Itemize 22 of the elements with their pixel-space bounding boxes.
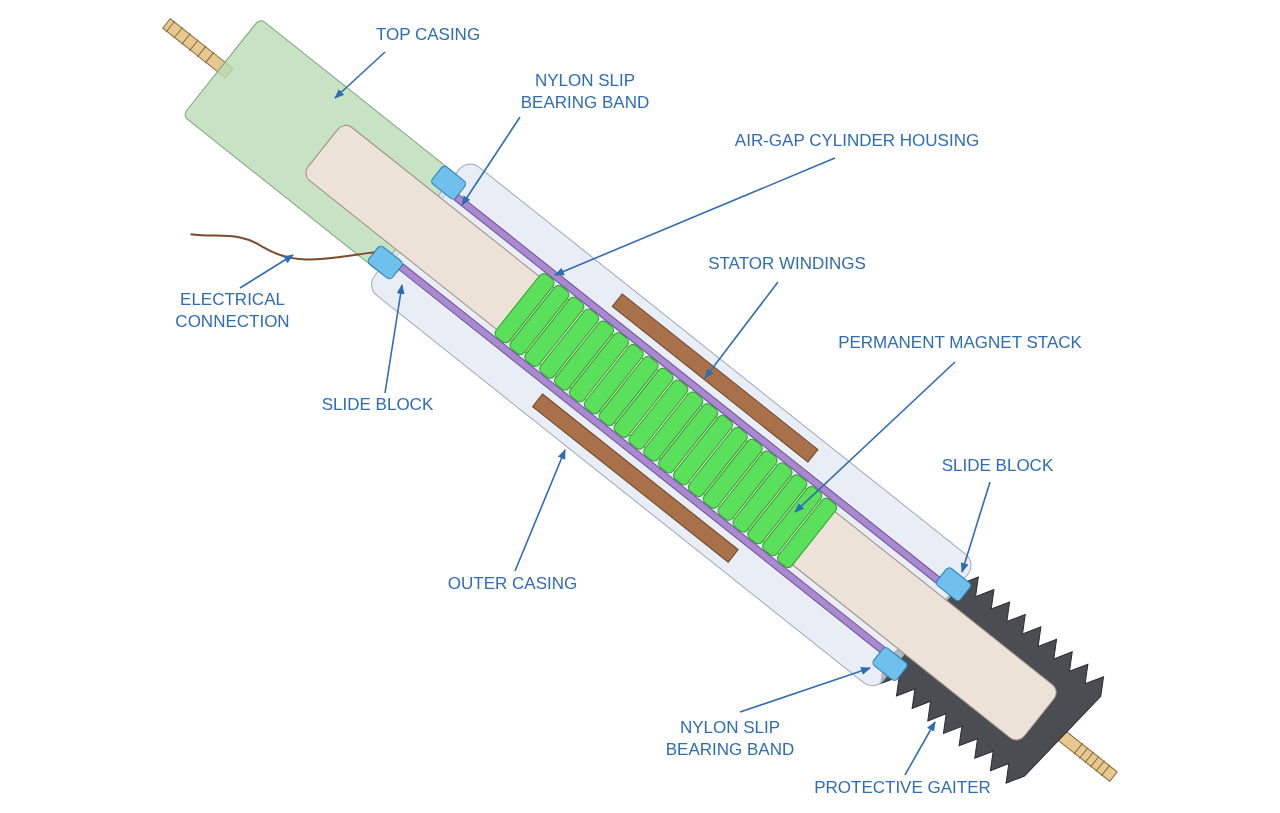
part-label: NYLON SLIP BEARING BAND [650, 717, 810, 761]
part-label: ELECTRICAL CONNECTION [160, 289, 305, 333]
leader-line [704, 281, 779, 379]
leader-line [739, 667, 871, 713]
part-label: PROTECTIVE GAITER [800, 777, 1005, 799]
leader-line [554, 157, 836, 276]
leader-line [384, 284, 405, 394]
leader-line [461, 116, 521, 206]
part-label: STATOR WINDINGS [692, 253, 882, 275]
part-label: AIR-GAP CYLINDER HOUSING [712, 130, 1002, 152]
part-label: SLIDE BLOCK [930, 455, 1065, 477]
part-label: PERMANENT MAGNET STACK [815, 332, 1105, 354]
leader-line [334, 51, 386, 99]
part-label: TOP CASING [368, 24, 488, 46]
leader-line [904, 721, 936, 776]
part-label: SLIDE BLOCK [310, 394, 445, 416]
leader-line [960, 481, 991, 573]
leader-line [514, 449, 566, 572]
part-label: OUTER CASING [435, 573, 590, 595]
leader-line [239, 254, 294, 289]
leader-line [794, 361, 956, 513]
part-label: NYLON SLIP BEARING BAND [520, 70, 650, 114]
